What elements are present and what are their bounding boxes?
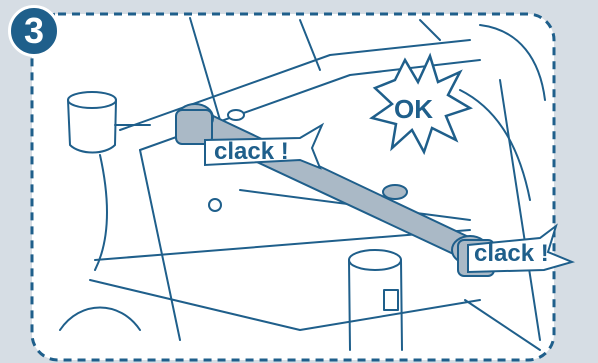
step-number: 3 (24, 10, 44, 52)
clack-callout-right: clack ! (474, 240, 549, 268)
ok-callout: OK (394, 94, 433, 125)
clack-callout-left: clack ! (214, 138, 289, 166)
step-number-badge: 3 (8, 5, 60, 57)
